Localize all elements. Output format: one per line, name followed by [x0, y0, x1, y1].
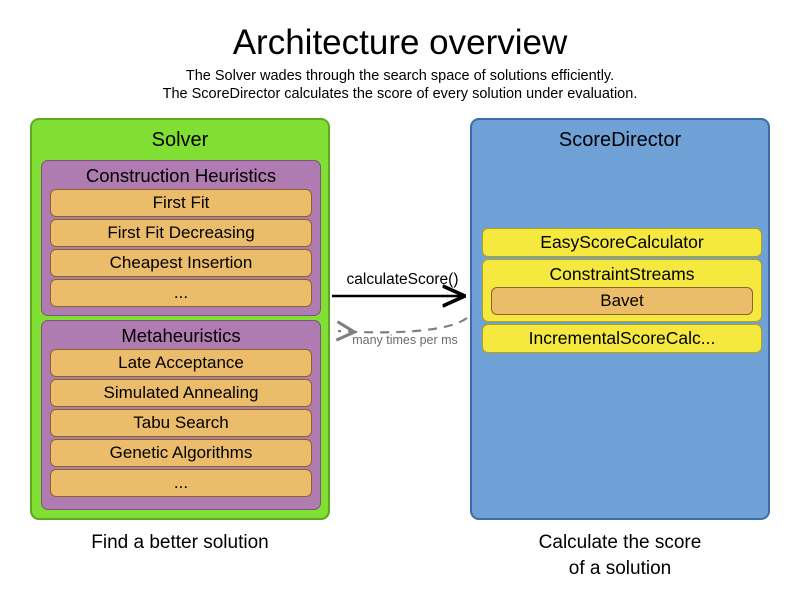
solver-panel: Solver Construction Heuristics First Fit… — [30, 118, 330, 520]
scoredirector-panel: ScoreDirector EasyScoreCalculator Constr… — [470, 118, 770, 520]
caption-scoredirector: Calculate the score of a solution — [470, 530, 770, 582]
page-title: Architecture overview — [232, 23, 568, 62]
list-item[interactable]: Tabu Search — [50, 409, 312, 437]
list-item[interactable]: Simulated Annealing — [50, 379, 312, 407]
solver-panel-title: Solver — [151, 129, 209, 151]
subtitle-line-2: The ScoreDirector calculates the score o… — [162, 86, 638, 102]
arrow-many-times-per-ms — [338, 317, 468, 332]
list-item[interactable]: Late Acceptance — [50, 349, 312, 377]
calculator-list: EasyScoreCalculator ConstraintStreams Ba… — [482, 228, 762, 355]
scoredirector-panel-title: ScoreDirector — [558, 129, 682, 151]
list-item-constraint-streams[interactable]: ConstraintStreams Bavet — [482, 259, 762, 322]
list-item[interactable]: Genetic Algorithms — [50, 439, 312, 467]
list-item[interactable]: Cheapest Insertion — [50, 249, 312, 277]
metaheuristics-item-list: Late Acceptance Simulated Annealing Tabu… — [42, 349, 320, 503]
group-construction-heuristics: Construction Heuristics First Fit First … — [41, 160, 321, 316]
construction-heuristics-item-list: First Fit First Fit Decreasing Cheapest … — [42, 189, 320, 313]
constraint-streams-label: ConstraintStreams — [549, 264, 695, 284]
list-item[interactable]: ... — [50, 469, 312, 497]
list-item[interactable]: EasyScoreCalculator — [482, 228, 762, 257]
group-title-metaheuristics: Metaheuristics — [121, 325, 241, 346]
caption-scoredirector-line-1: Calculate the score — [538, 532, 702, 553]
list-item-bavet[interactable]: Bavet — [491, 287, 753, 315]
caption-scoredirector-line-2: of a solution — [568, 558, 672, 579]
page-header: Architecture overview The Solver wades t… — [0, 22, 800, 103]
list-item[interactable]: ... — [50, 279, 312, 307]
caption-solver: Find a better solution — [91, 532, 269, 553]
list-item[interactable]: First Fit Decreasing — [50, 219, 312, 247]
list-item[interactable]: IncrementalScoreCalc... — [482, 324, 762, 353]
arrow-label-calculate-score: calculateScore() — [346, 271, 459, 288]
group-title-construction-heuristics: Construction Heuristics — [85, 165, 277, 186]
list-item[interactable]: First Fit — [50, 189, 312, 217]
group-metaheuristics: Metaheuristics Late Acceptance Simulated… — [41, 320, 321, 510]
subtitle-line-1: The Solver wades through the search spac… — [185, 68, 615, 84]
arrow-label-many-times-per-ms: many times per ms — [352, 333, 458, 347]
